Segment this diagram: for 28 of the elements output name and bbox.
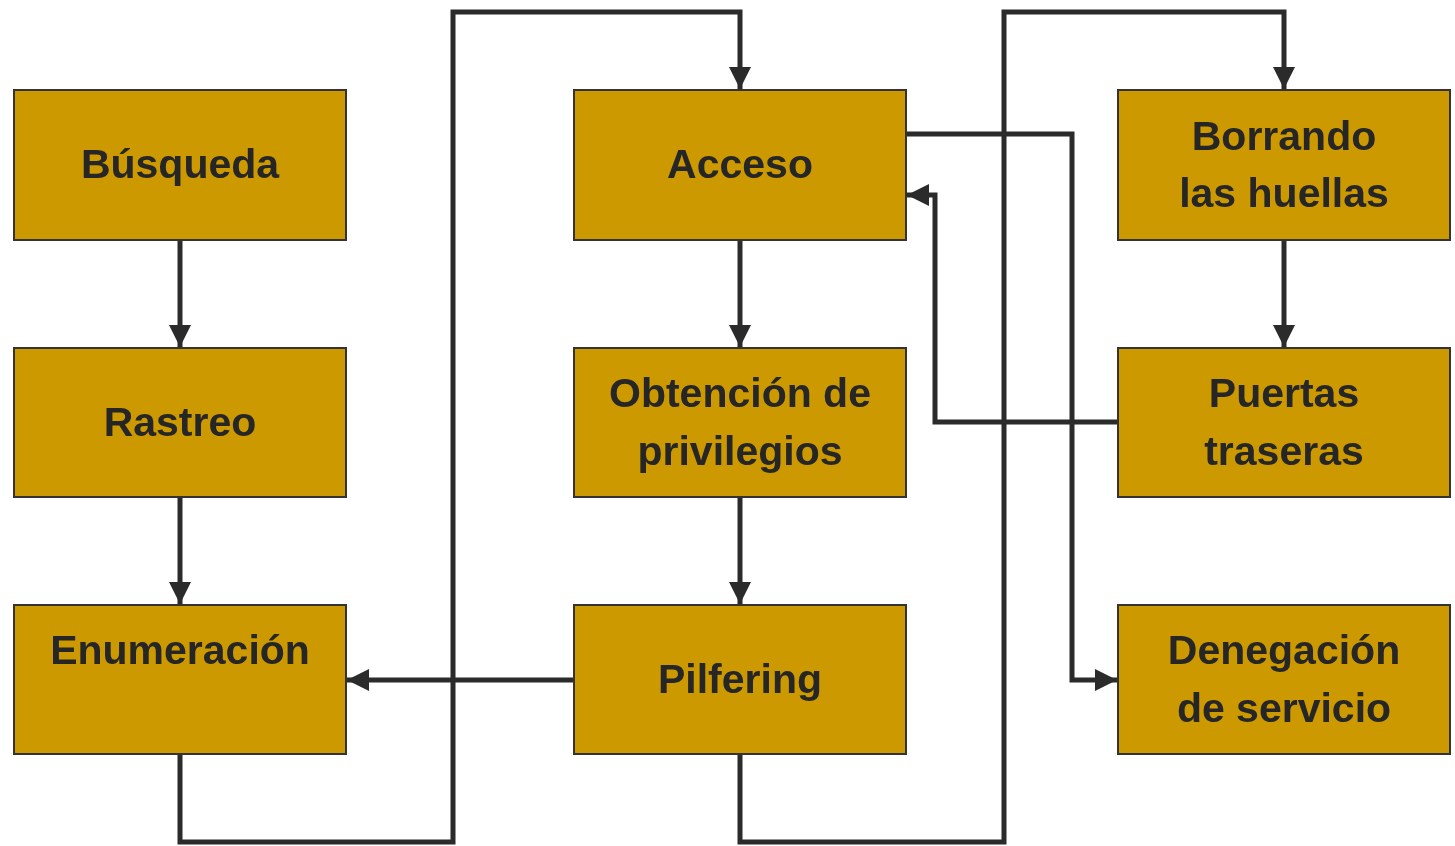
step-label: Denegación de servicio: [1166, 626, 1402, 733]
arrow: [907, 131, 1117, 691]
process-box: [13, 89, 347, 241]
process-box: [13, 604, 347, 755]
process-box: [573, 604, 907, 755]
arrow: [907, 184, 1117, 425]
arrow: [169, 498, 191, 604]
arrow: [169, 241, 191, 347]
process-box: [573, 89, 907, 241]
process-box: [13, 347, 347, 498]
process-box: [1117, 347, 1451, 498]
arrow: [737, 9, 1295, 845]
step-label: Puertas traseras: [1203, 369, 1365, 476]
arrow: [729, 241, 751, 347]
process-box: [1117, 89, 1451, 241]
arrow: [729, 498, 751, 604]
step-label: Pilfering: [658, 654, 822, 704]
process-box: [1117, 604, 1451, 755]
step-label: Rastreo: [103, 397, 257, 447]
process-box: [573, 347, 907, 498]
step-label: Borrando las huellas: [1178, 111, 1390, 218]
step-label: Búsqueda: [80, 140, 280, 190]
step-label: Enumeración: [50, 626, 310, 675]
arrow: [177, 9, 751, 845]
step-label: Obtención de privilegios: [608, 369, 872, 476]
arrow: [1273, 241, 1295, 347]
step-label: Acceso: [667, 140, 813, 190]
arrow: [347, 669, 573, 691]
